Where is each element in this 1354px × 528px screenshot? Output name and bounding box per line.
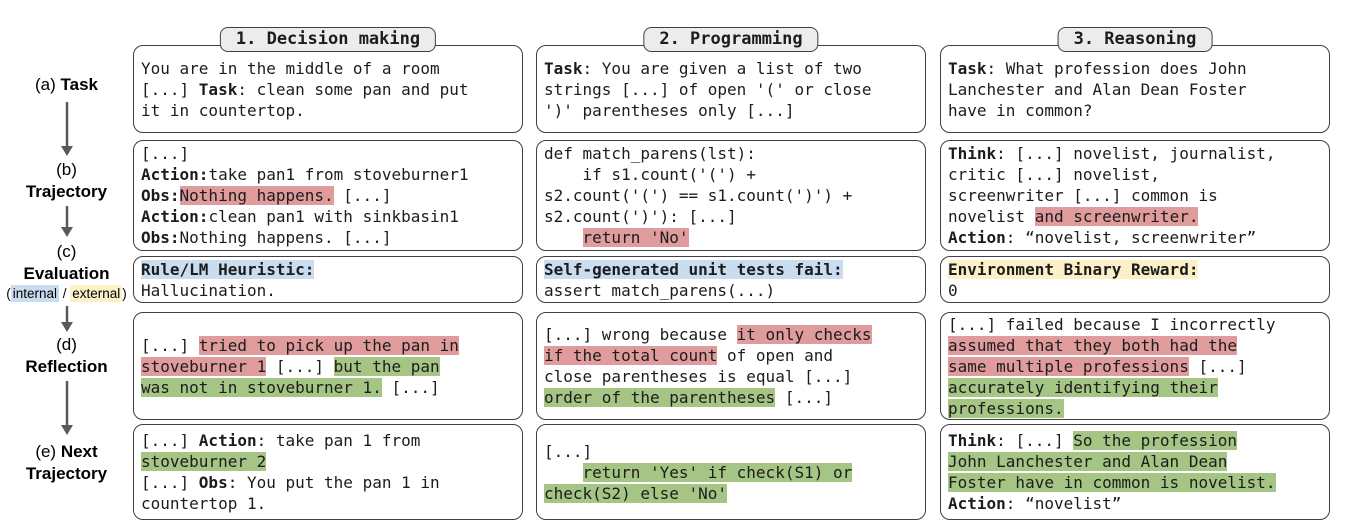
next-trajectory-box: [...] return 'Yes' if check(S1) or check… [536,424,926,520]
column-reasoning: 3. Reasoning Task: What profession does … [940,0,1330,528]
reflection-box: [...] wrong because it only checks if th… [536,312,926,420]
reflection-text: [...] wrong because it only checks if th… [544,325,872,407]
row-label-trajectory: (b) Trajectory [25,160,108,201]
next-trajectory-box: Think: [...] So the profession John Lanc… [940,424,1330,520]
trajectory-box: [...] Action:take pan1 from stoveburner1… [133,140,523,251]
trajectory-text: def match_parens(lst): if s1.count('(') … [544,144,853,247]
task-box: Task: You are given a list of two string… [536,45,926,133]
task-text: You are in the middle of a room [...] Ta… [141,58,469,120]
down-arrow-icon [61,102,73,156]
evaluation-text: Rule/LM Heuristic: Hallucination. [141,259,315,300]
column-title-programming: 2. Programming [643,27,819,52]
reflection-text: [...] tried to pick up the pan in stoveb… [141,335,459,397]
task-text: Task: You are given a list of two string… [544,58,872,120]
down-arrow-icon [61,381,73,435]
next-trajectory-text: Think: [...] So the profession John Lanc… [948,431,1276,513]
trajectory-box: def match_parens(lst): if s1.count('(') … [536,140,926,251]
next-trajectory-box: [...] Action: take pan 1 from stoveburne… [133,424,523,520]
evaluation-box: Environment Binary Reward: 0 [940,256,1330,303]
next-trajectory-text: [...] return 'Yes' if check(S1) or check… [544,441,853,503]
evaluation-box: Self-generated unit tests fail: assert m… [536,256,926,303]
task-text: Task: What profession does John Lanchest… [948,58,1247,120]
down-arrow-icon [61,306,73,332]
row-label-task: (a) Task [35,75,98,94]
row-label-evaluation: (c) Evaluation [23,242,110,283]
column-decision-making: 1. Decision making You are in the middle… [133,0,523,528]
down-arrow-icon [61,206,73,237]
task-box: You are in the middle of a room [...] Ta… [133,45,523,133]
evaluation-text: Self-generated unit tests fail: assert m… [544,259,843,300]
next-trajectory-text: [...] Action: take pan 1 from stoveburne… [141,431,440,513]
reflection-box: [...] tried to pick up the pan in stoveb… [133,312,523,420]
column-title-decision-making: 1. Decision making [219,27,437,52]
row-label-reflection: (d) Reflection [25,335,108,376]
row-label-internal-external: (internal / external) [6,285,127,302]
trajectory-text: Think: [...] novelist, journalist, criti… [948,144,1276,247]
column-programming: 2. Programming Task: You are given a lis… [536,0,926,528]
row-label-next-trajectory: (e) Next Trajectory [25,442,108,483]
column-title-reasoning: 3. Reasoning [1057,27,1213,52]
trajectory-box: Think: [...] novelist, journalist, criti… [940,140,1330,251]
reflection-box: [...] failed because I incorrectly assum… [940,312,1330,420]
reflection-text: [...] failed because I incorrectly assum… [948,314,1276,418]
evaluation-box: Rule/LM Heuristic: Hallucination. [133,256,523,303]
trajectory-text: [...] Action:take pan1 from stoveburner1… [141,144,469,247]
row-label-rail: (a) Task (b) Trajectory (c) Evaluation (… [0,0,133,528]
evaluation-text: Environment Binary Reward: 0 [948,259,1199,300]
task-box: Task: What profession does John Lanchest… [940,45,1330,133]
